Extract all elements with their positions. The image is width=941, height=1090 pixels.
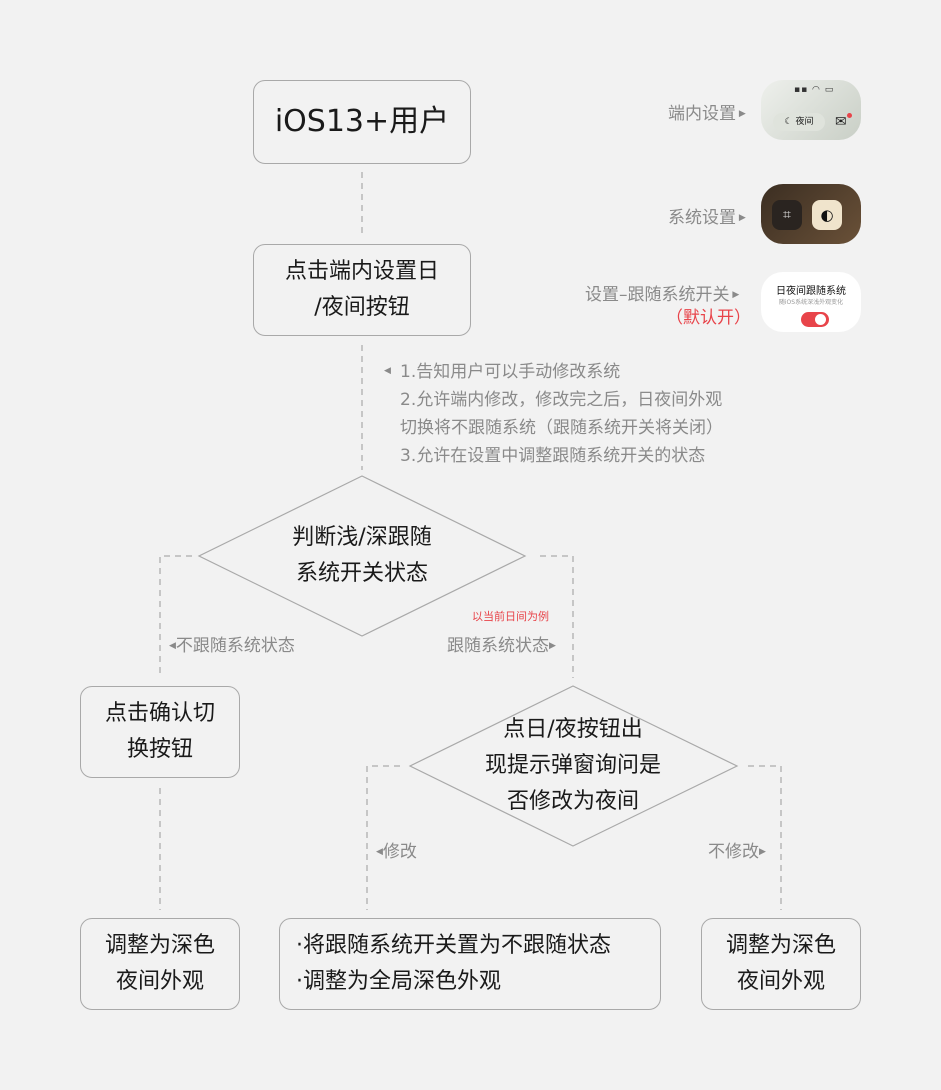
in-app-thumbnail: ▪▪ ◠ ▭ ☾ 夜间 ✉ [761, 80, 861, 140]
side-label-system: 系统设置 ▶ [668, 203, 746, 228]
tap-node-line2: /夜间按钮 [314, 295, 410, 320]
notes-arrow-icon: ◀ [384, 366, 391, 376]
tap-node-line1: 点击端内设置日 [284, 259, 439, 284]
decision2-line1: 点日/夜按钮出 [503, 717, 643, 742]
decision2-text: 点日/夜按钮出 现提示弹窗询问是 否修改为夜间 [433, 712, 713, 820]
confirm-line1: 点击确认切 [104, 701, 215, 726]
result-left-node: 调整为深色 夜间外观 [80, 918, 240, 1010]
note-line1: 1.告知用户可以手动修改系统 [400, 362, 621, 382]
start-node-text: iOS13+用户 [274, 104, 450, 139]
scan-icon: ⌗ [772, 200, 802, 230]
label-not-follow-text: 不跟随系统状态 [175, 636, 295, 656]
result-right-line1: 调整为深色 [725, 933, 836, 958]
decision1-line1: 判断浅/深跟随 [292, 525, 432, 550]
night-chip[interactable]: ☾ 夜间 [773, 113, 825, 131]
switch-subtitle: 随iOS系统深浅外观变化 [778, 299, 844, 306]
decision1-text: 判断浅/深跟随 系统开关状态 [232, 520, 492, 592]
night-chip-label: 夜间 [795, 117, 814, 127]
connector-decision2-left [366, 765, 400, 910]
tap-button-node: 点击端内设置日 /夜间按钮 [253, 244, 471, 336]
label-not-follow: ◀不跟随系统状态 [169, 631, 295, 656]
right-arrow-icon: ▶ [729, 290, 740, 300]
confirm-line2: 换按钮 [126, 737, 193, 762]
result-right-node: 调整为深色 夜间外观 [701, 918, 861, 1010]
connector-decision1-right [540, 555, 574, 678]
confirm-node: 点击确认切 换按钮 [80, 686, 240, 778]
start-node: iOS13+用户 [253, 80, 471, 164]
notes-block: 1.告知用户可以手动修改系统 2.允许端内修改，修改完之后，日夜间外观 切换将不… [400, 358, 723, 470]
dark-mode-icon[interactable]: ◐ [812, 200, 842, 230]
left-arrow-icon: ◀ [169, 641, 176, 651]
switch-title: 日夜间跟随系统 [776, 286, 846, 297]
note-line2: 2.允许端内修改，修改完之后，日夜间外观 [400, 390, 723, 410]
left-arrow-icon: ◀ [376, 847, 383, 857]
side-in-app-text: 端内设置 [668, 104, 736, 124]
side-system-text: 系统设置 [668, 208, 736, 228]
right-arrow-icon: ▶ [736, 213, 746, 223]
connector-decision1-left [159, 555, 192, 678]
result-left-line1: 调整为深色 [104, 933, 215, 958]
decision1-line2: 系统开关状态 [295, 561, 428, 586]
side-follow-switch-text: 设置–跟随系统开关 [585, 285, 730, 305]
label-modify: ◀修改 [376, 837, 417, 862]
label-modify-text: 修改 [382, 842, 417, 862]
label-not-modify: 不修改▶ [708, 837, 766, 862]
decision1-diamond [197, 475, 527, 637]
moon-icon: ☾ [784, 117, 793, 127]
side-default-on: （默认开） [666, 308, 751, 328]
note-line3: 切换将不跟随系统（跟随系统开关将关闭） [400, 418, 723, 438]
side-label-follow-switch: 设置–跟随系统开关 ▶ [585, 280, 739, 305]
system-thumbnail: ⌗ ◐ [761, 184, 861, 244]
result-left-line2: 夜间外观 [115, 969, 204, 994]
result-mid-line2: ·调整为全局深色外观 [296, 969, 501, 994]
decision2-diamond [408, 685, 739, 847]
mail-icon: ✉ [835, 114, 847, 130]
result-right-line2: 夜间外观 [736, 969, 825, 994]
follow-switch-thumbnail: 日夜间跟随系统 随iOS系统深浅外观变化 [761, 272, 861, 332]
label-not-modify-text: 不修改 [708, 842, 759, 862]
follow-toggle[interactable] [801, 312, 829, 327]
note-line4: 3.允许在设置中调整跟随系统开关的状态 [400, 446, 706, 466]
status-bar-icons: ▪▪ ◠ ▭ [794, 85, 835, 95]
right-arrow-icon: ▶ [549, 641, 556, 651]
right-arrow-icon: ▶ [736, 109, 746, 119]
notification-dot [847, 113, 852, 118]
right-arrow-icon: ▶ [759, 847, 766, 857]
decision2-line2: 现提示弹窗询问是 [484, 753, 661, 778]
result-mid-node: ·将跟随系统开关置为不跟随状态 ·调整为全局深色外观 [279, 918, 661, 1010]
label-follow: 跟随系统状态▶ [447, 631, 556, 656]
side-label-in-app: 端内设置 ▶ [668, 99, 746, 124]
toggle-knob [815, 314, 826, 325]
result-mid-line1: ·将跟随系统开关置为不跟随状态 [296, 933, 611, 958]
decision2-line3: 否修改为夜间 [506, 789, 639, 814]
connector-decision2-right [748, 765, 782, 910]
label-example: 以当前日间为例 [472, 610, 549, 623]
label-follow-text: 跟随系统状态 [447, 636, 549, 656]
